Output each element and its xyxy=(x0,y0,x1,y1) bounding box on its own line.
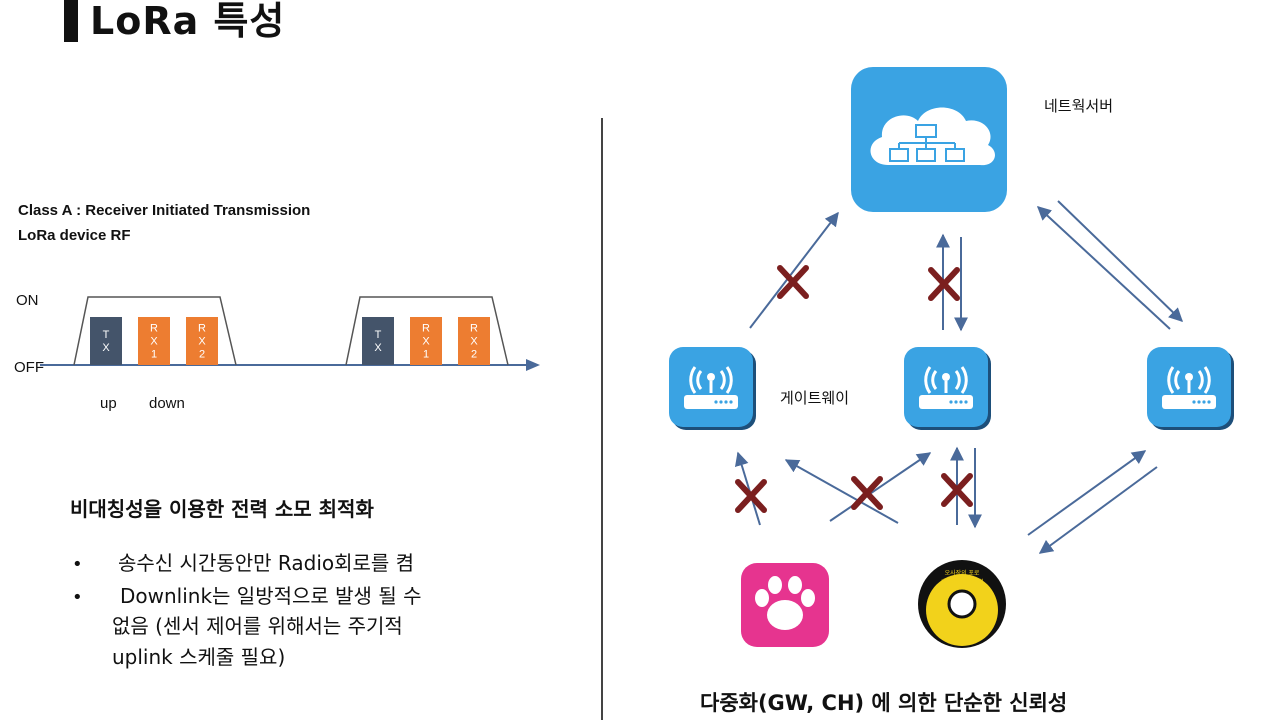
timing-heading-rf: LoRa device RF xyxy=(18,227,131,244)
rx2-slot-letter: X xyxy=(470,336,478,348)
bullet-item-2-line-2: 없음 (센서 제어를 위해서는 주기적 xyxy=(112,614,403,638)
bullet-item-1: 송수신 시간동안만 Radio회로를 켬 xyxy=(118,551,415,575)
arrow-paw-to-gw-center xyxy=(829,452,932,522)
tx-slot-letter: T xyxy=(103,329,110,341)
timing-heading-class-a: Class A : Receiver Initiated Transmissio… xyxy=(18,202,311,219)
tx-slot-1 xyxy=(90,317,122,365)
rx2-slot-letter: R xyxy=(470,323,478,335)
rx2-slot-letter: X xyxy=(198,336,206,348)
tx-slot-letter: X xyxy=(374,342,382,354)
arrow-cd-to-gw-left xyxy=(784,459,899,524)
blocked-mark-lower-left xyxy=(735,479,767,513)
rx1-slot-2 xyxy=(410,317,442,365)
tx-slot-letter: X xyxy=(102,342,110,354)
paw-device-icon xyxy=(741,563,829,647)
rx1-slot-1 xyxy=(138,317,170,365)
tx-slot-letter: T xyxy=(375,329,382,341)
rx2-slot-letter: 2 xyxy=(199,349,205,361)
rf-envelope-1 xyxy=(73,296,237,366)
on-label: ON xyxy=(16,292,39,309)
tx-slot-2 xyxy=(362,317,394,365)
cd-device-icon: 오사장의 포로 사용설명서-신폴리설 xyxy=(918,560,1006,648)
rx1-slot-letter: X xyxy=(150,336,158,348)
arrow-paw-to-gw-left xyxy=(734,451,761,526)
gateway-icon-right xyxy=(1147,347,1234,430)
arrow-server-to-gw-right xyxy=(1057,200,1184,322)
arrow-cd-to-gw-right xyxy=(1027,450,1147,536)
cd-label-line-2: 사용설명서-신폴리설 xyxy=(940,578,983,585)
rf-envelope-2 xyxy=(345,296,509,366)
arrow-gw-right-to-cd xyxy=(1038,466,1158,554)
network-diagram: 오사장의 포로 사용설명서-신폴리설 xyxy=(669,67,1234,648)
column-divider xyxy=(601,118,603,720)
cd-label-line-1: 오사장의 포로 xyxy=(945,569,980,577)
arrow-gw-right-to-server xyxy=(1036,206,1171,330)
network-server-icon xyxy=(851,67,1007,212)
redundancy-caption: 다중화(GW, CH) 에 의한 단순한 신뢰성 xyxy=(700,691,1068,715)
rx1-slot-letter: X xyxy=(422,336,430,348)
rx1-slot-letter: 1 xyxy=(423,349,429,361)
gateway-icon-left xyxy=(669,347,756,430)
bullet-item-2-line-1: Downlink는 일방적으로 발생 될 수 xyxy=(120,584,422,608)
rx2-slot-letter: R xyxy=(198,323,206,335)
rx2-slot-2 xyxy=(458,317,490,365)
gateway-label: 게이트웨이 xyxy=(780,390,850,407)
bullet-marker: • xyxy=(72,554,83,575)
gateway-icon-center xyxy=(904,347,991,430)
blocked-mark-lower-center xyxy=(941,473,973,507)
power-optimization-heading: 비대칭성을 이용한 전력 소모 최적화 xyxy=(70,497,374,521)
up-label: up xyxy=(100,395,117,412)
blocked-mark-lower-middle xyxy=(851,476,883,510)
title-accent-bar xyxy=(64,0,78,42)
rx2-slot-letter: 2 xyxy=(471,349,477,361)
bullet-marker: • xyxy=(72,587,83,608)
blocked-mark-upper-left xyxy=(777,265,809,299)
rx1-slot-letter: 1 xyxy=(151,349,157,361)
arrow-gw-left-to-server xyxy=(749,211,839,329)
rx1-slot-letter: R xyxy=(422,323,430,335)
rx2-slot-1 xyxy=(186,317,218,365)
off-label: OFF xyxy=(14,359,44,376)
bullet-item-2-line-3: uplink 스케줄 필요) xyxy=(112,645,286,669)
page-title: LoRa 특성 xyxy=(90,0,286,43)
network-server-label: 네트웍서버 xyxy=(1044,98,1114,115)
down-label: down xyxy=(149,395,185,412)
blocked-mark-upper-center xyxy=(928,267,960,301)
timeline-arrow-head xyxy=(526,359,540,371)
rx1-slot-letter: R xyxy=(150,323,158,335)
